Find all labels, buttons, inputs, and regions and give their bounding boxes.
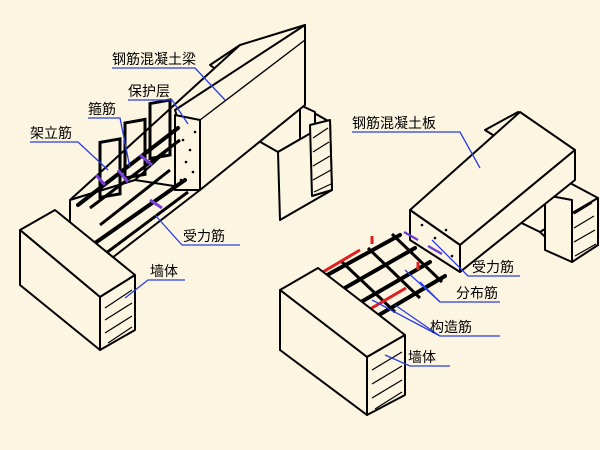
slab-figure: 钢筋混凝土板 受力筋 分布筋 构造筋 墙体 bbox=[279, 111, 599, 416]
label-slab: 钢筋混凝土板 bbox=[352, 115, 436, 132]
slab-front-wall bbox=[279, 267, 406, 416]
slab-leaders bbox=[352, 131, 520, 367]
slab-body bbox=[409, 111, 576, 273]
label-wall: 墙体 bbox=[150, 264, 178, 280]
label-construction-bar: 构造筋 bbox=[430, 319, 472, 336]
beam-reinforcement-cage bbox=[76, 98, 189, 267]
label-erection-bar: 架立筋 bbox=[30, 125, 72, 142]
label-main-bar: 受力筋 bbox=[183, 228, 225, 245]
label-stirrup: 箍筋 bbox=[88, 101, 116, 118]
label-slab-wall: 墙体 bbox=[408, 350, 436, 366]
beam-figure: 钢筋混凝土梁 保护层 箍筋 架立筋 受力筋 墙体 bbox=[19, 24, 333, 351]
beam-body bbox=[69, 24, 306, 276]
label-beam: 钢筋混凝土梁 bbox=[112, 51, 196, 68]
beam-front-wall bbox=[19, 209, 136, 351]
label-slab-main-bar: 受力筋 bbox=[472, 259, 514, 276]
label-cover: 保护层 bbox=[128, 84, 170, 100]
label-distribution-bar: 分布筋 bbox=[456, 285, 498, 302]
beam-back-wall bbox=[209, 44, 333, 221]
beam-leaders bbox=[30, 67, 240, 299]
